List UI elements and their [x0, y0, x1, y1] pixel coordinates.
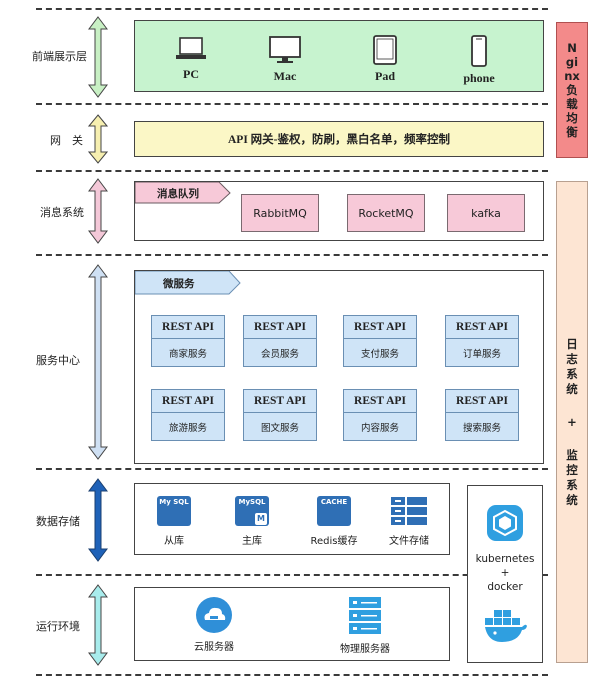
tablet-icon: [373, 35, 397, 65]
microservice-tag: [135, 271, 241, 295]
device-pad: Pad: [365, 35, 405, 84]
microservice-tag-label: 微服务: [163, 278, 195, 290]
physical-server-icon: [349, 597, 381, 634]
separator: [36, 170, 548, 172]
layer-label-runtime: 运行环境: [36, 620, 80, 633]
separator: [36, 254, 548, 256]
layer-label-services: 服务中心: [36, 354, 80, 367]
separator: [36, 574, 548, 576]
container-panel: kubernetes + docker: [467, 485, 543, 663]
mq-tag-label: 消息队列: [157, 188, 199, 200]
double-arrow-icon: [88, 478, 108, 562]
kubernetes-icon: [487, 505, 523, 541]
double-arrow-icon: [88, 16, 108, 98]
layer-label-frontend: 前端展示层: [32, 50, 87, 63]
storage-master-db: MySQL M 主库: [225, 496, 279, 547]
separator: [36, 674, 548, 676]
mq-rabbitmq: RabbitMQ: [241, 194, 319, 232]
layer-label-storage: 数据存储: [36, 515, 80, 528]
layer-label-messaging: 消息系统: [40, 206, 84, 219]
monitor-icon: [269, 36, 301, 63]
double-arrow-icon: [88, 584, 108, 666]
docker-icon: [485, 610, 527, 642]
mq-kafka: kafka: [447, 194, 525, 232]
runtime-physical-server: 物理服务器: [325, 596, 405, 655]
gateway-panel: API 网关-鉴权，防刷，黑白名单，频率控制: [134, 121, 544, 157]
runtime-panel: 云服务器 物理服务器: [134, 587, 450, 661]
nginx-bar: N gi nx 负 载 均 衡: [556, 22, 588, 158]
separator: [36, 103, 548, 105]
device-phone: phone: [455, 35, 503, 86]
storage-redis: CACHE Redis缓存: [310, 496, 358, 547]
storage-files: 文件存储: [379, 496, 439, 547]
mq-rocketmq: RocketMQ: [347, 194, 425, 232]
gateway-text: API 网关-鉴权，防刷，黑白名单，频率控制: [227, 134, 450, 146]
runtime-cloud-server: 云服务器: [179, 596, 249, 653]
phone-icon: [471, 35, 487, 67]
double-arrow-icon: [88, 264, 108, 460]
file-storage-icon: [391, 497, 427, 525]
messaging-panel: 消息队列 RabbitMQ RocketMQ kafka: [134, 181, 544, 241]
device-pc: PC: [171, 35, 211, 82]
mysql-master-icon: MySQL M: [235, 496, 269, 526]
separator: [36, 468, 548, 470]
double-arrow-icon: [88, 114, 108, 164]
storage-slave-db: My SQL 从库: [147, 496, 201, 547]
monitoring-bar: 日 志 系 统 + 监 控 系 统: [556, 181, 588, 663]
layer-label-gateway: 网 关: [50, 134, 83, 147]
mq-tag: [135, 182, 231, 204]
cache-icon: CACHE: [317, 496, 351, 526]
frontend-panel: PC Mac Pad phone: [134, 20, 544, 92]
storage-panel: My SQL 从库 MySQL M 主库 CACHE Redis缓存 文件存储: [134, 483, 450, 555]
mysql-icon: My SQL: [157, 496, 191, 526]
separator: [36, 8, 548, 10]
laptop-icon: [176, 37, 206, 59]
device-mac: Mac: [263, 35, 307, 84]
double-arrow-icon: [88, 178, 108, 244]
cloud-server-icon: [196, 597, 232, 633]
container-text: kubernetes + docker: [475, 553, 535, 593]
